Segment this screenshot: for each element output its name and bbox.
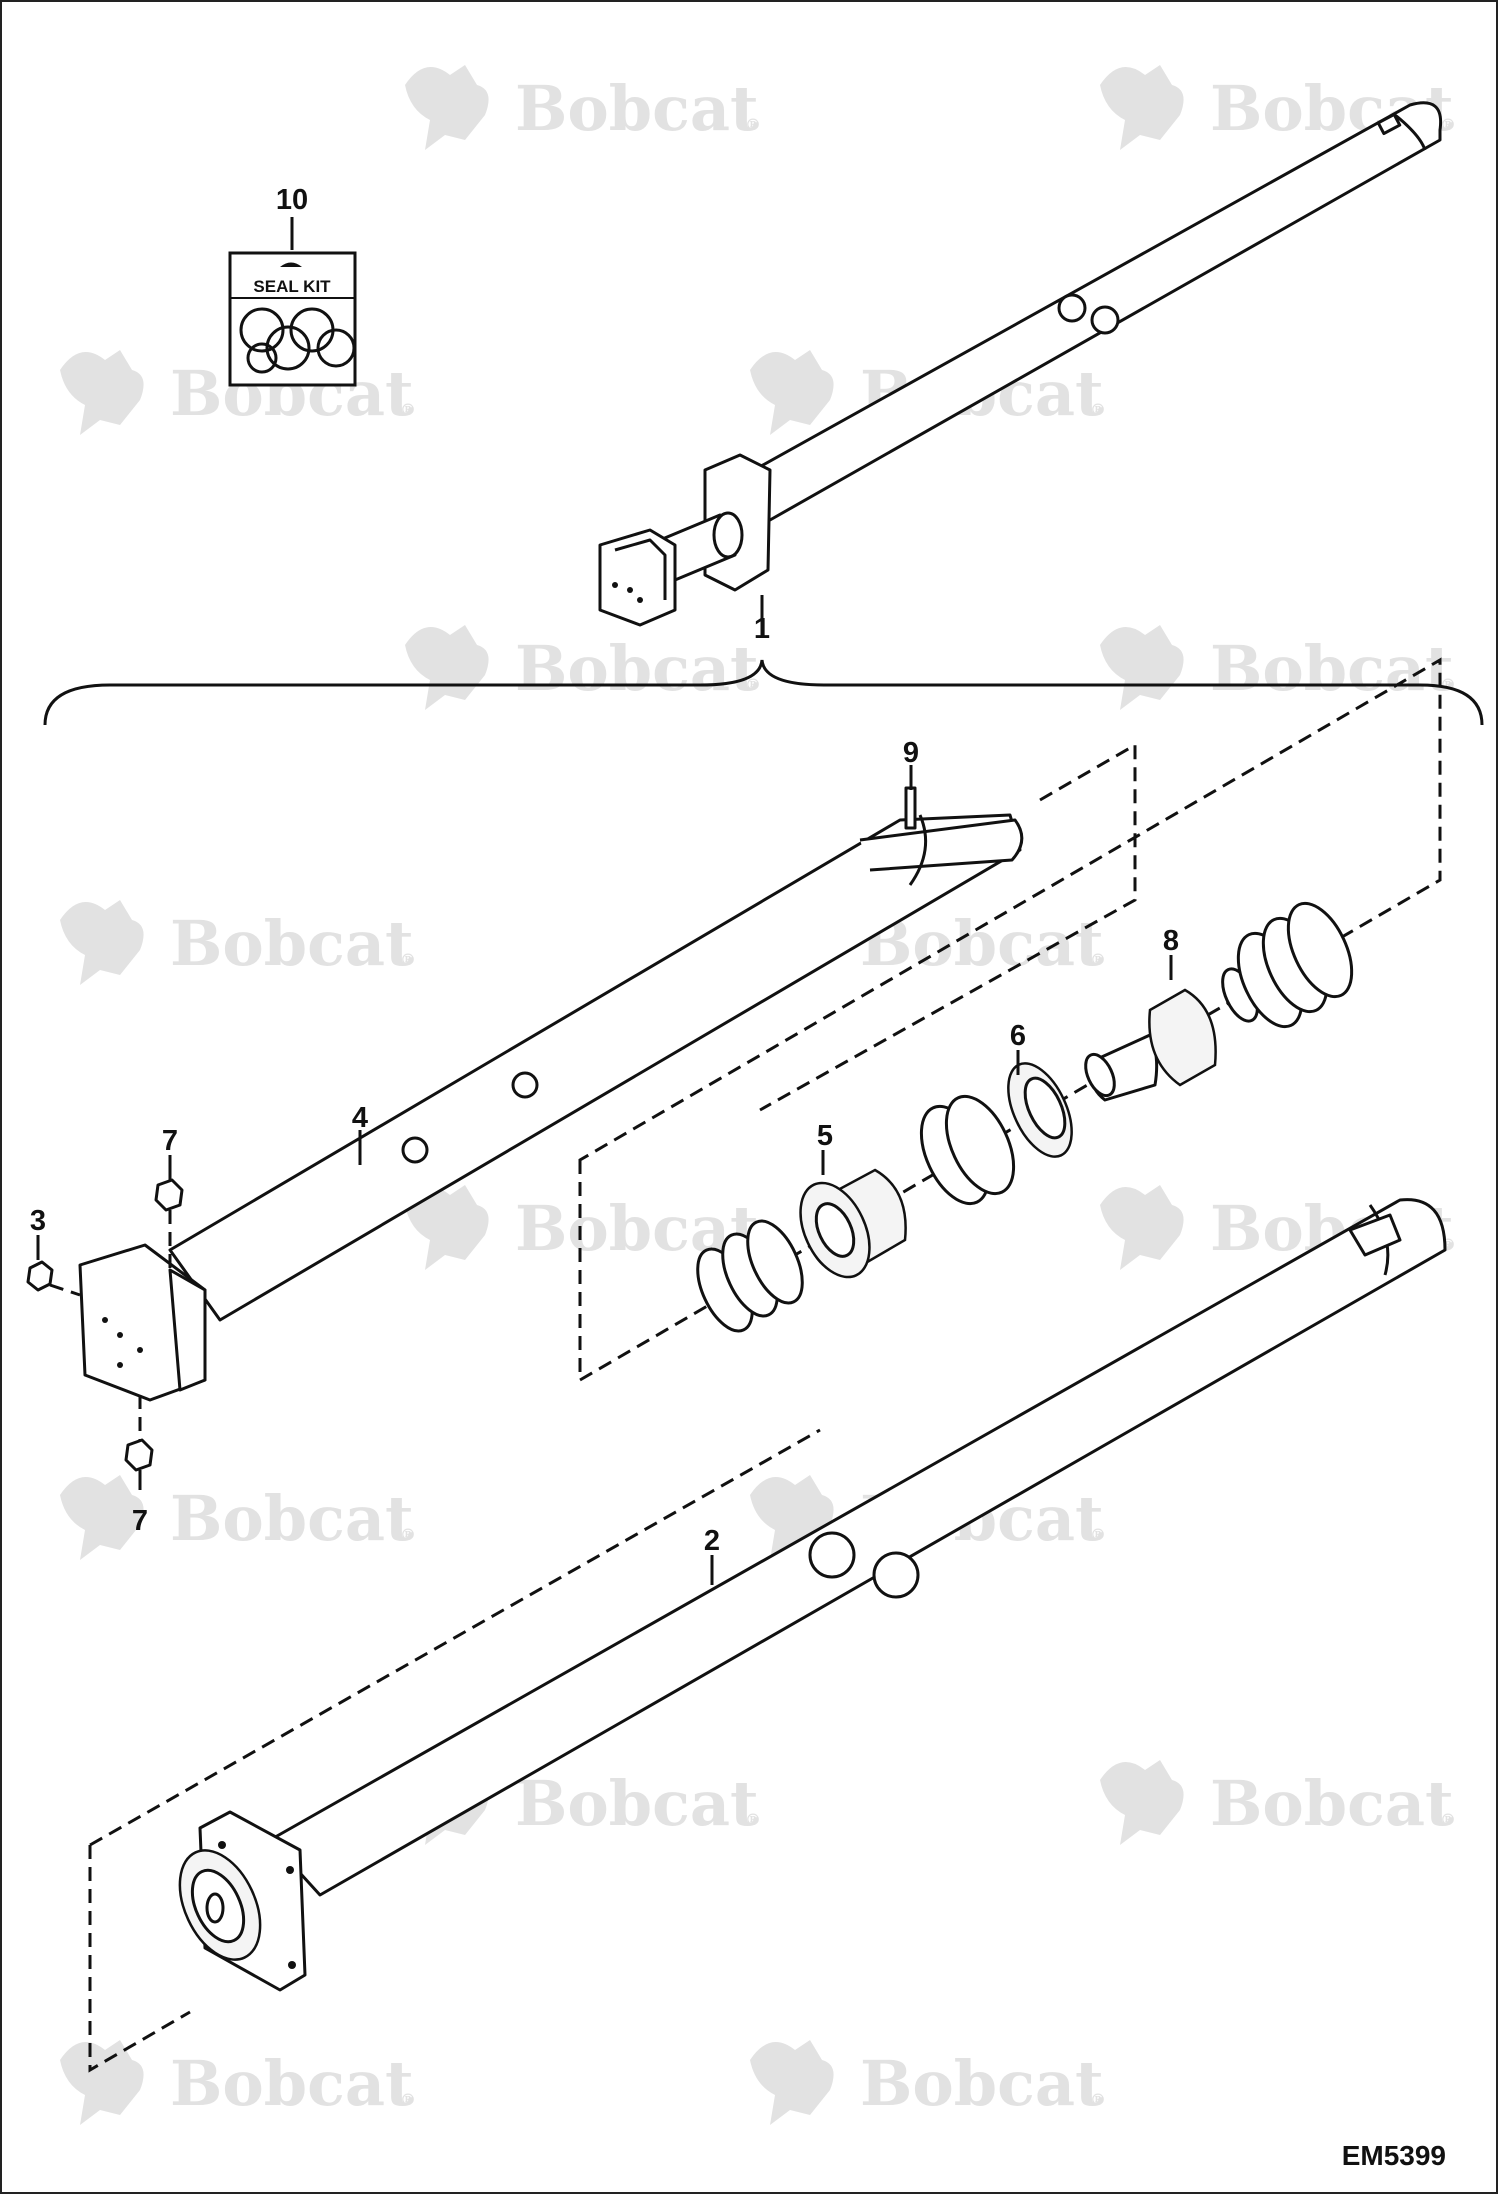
svg-text:®: ® — [400, 1525, 416, 1544]
svg-text:®: ® — [400, 400, 416, 419]
svg-text:Bobcat: Bobcat — [1210, 632, 1454, 705]
callout-9: 9 — [903, 737, 919, 769]
callout-8: 8 — [1163, 925, 1179, 957]
svg-text:Bobcat: Bobcat — [515, 72, 759, 145]
assembly-brace — [43, 659, 1484, 726]
bobcat-watermark: Bobcat® — [405, 65, 761, 150]
callout-7-upper: 7 — [162, 1125, 178, 1157]
nut-7-upper — [154, 1178, 184, 1270]
svg-text:®: ® — [745, 1810, 761, 1829]
pin-9 — [904, 786, 917, 830]
bobcat-watermark: Bobcat® — [750, 900, 1106, 985]
svg-text:®: ® — [745, 675, 761, 694]
svg-text:Bobcat: Bobcat — [170, 907, 414, 980]
svg-text:®: ® — [745, 115, 761, 134]
callout-1: 1 — [754, 613, 770, 645]
svg-text:Bobcat: Bobcat — [860, 2047, 1104, 2120]
piston-seals-envelope-dashed — [578, 657, 1442, 1383]
svg-text:Bobcat: Bobcat — [1210, 1767, 1454, 1840]
callout-3: 3 — [30, 1205, 46, 1237]
callout-10: 10 — [276, 184, 308, 216]
svg-text:®: ® — [1090, 2090, 1106, 2109]
svg-text:®: ® — [1090, 1525, 1106, 1544]
svg-text:Bobcat: Bobcat — [515, 632, 759, 705]
bobcat-watermark: Bobcat® — [405, 1760, 761, 1845]
rod-assembly — [78, 813, 1024, 1402]
svg-text:Bobcat: Bobcat — [170, 2047, 414, 2120]
rod-envelope-dashed — [759, 742, 1137, 1112]
bobcat-watermark: Bobcat® — [1100, 625, 1456, 710]
svg-text:®: ® — [1090, 400, 1106, 419]
seal-kit-icon: SEAL KIT — [228, 251, 357, 387]
callout-7-lower: 7 — [132, 1505, 148, 1537]
nut-7-lower — [124, 1395, 154, 1472]
callout-5: 5 — [817, 1120, 833, 1152]
callout-2: 2 — [704, 1525, 720, 1557]
bobcat-watermark-layer: Bobcat®Bobcat®Bobcat®Bobcat®Bobcat®Bobca… — [60, 65, 1456, 2125]
seal-kit-label: SEAL KIT — [253, 277, 331, 296]
nut-3 — [26, 1260, 81, 1297]
svg-text:®: ® — [400, 2090, 416, 2109]
callout-4: 4 — [352, 1102, 368, 1134]
bobcat-watermark: Bobcat® — [1100, 1760, 1456, 1845]
document-number: EM5399 — [1342, 2140, 1446, 2171]
assembled-cylinder — [598, 101, 1443, 627]
bobcat-watermark: Bobcat® — [750, 2040, 1106, 2125]
svg-text:Bobcat: Bobcat — [515, 1767, 759, 1840]
svg-text:®: ® — [400, 950, 416, 969]
svg-text:®: ® — [1440, 1810, 1456, 1829]
bobcat-watermark: Bobcat® — [60, 2040, 416, 2125]
barrel-envelope-dashed — [88, 1428, 821, 2073]
barrel — [178, 1198, 1447, 1992]
callout-6: 6 — [1010, 1020, 1026, 1052]
piston-seals — [696, 901, 1354, 1333]
svg-text:®: ® — [1440, 675, 1456, 694]
svg-text:Bobcat: Bobcat — [170, 1482, 414, 1555]
bobcat-watermark: Bobcat® — [60, 1475, 416, 1560]
callout-leaders — [36, 217, 1173, 1585]
svg-text:®: ® — [1090, 950, 1106, 969]
bobcat-watermark: Bobcat® — [60, 900, 416, 985]
bobcat-watermark: Bobcat® — [405, 625, 761, 710]
svg-text:®: ® — [1440, 115, 1456, 134]
